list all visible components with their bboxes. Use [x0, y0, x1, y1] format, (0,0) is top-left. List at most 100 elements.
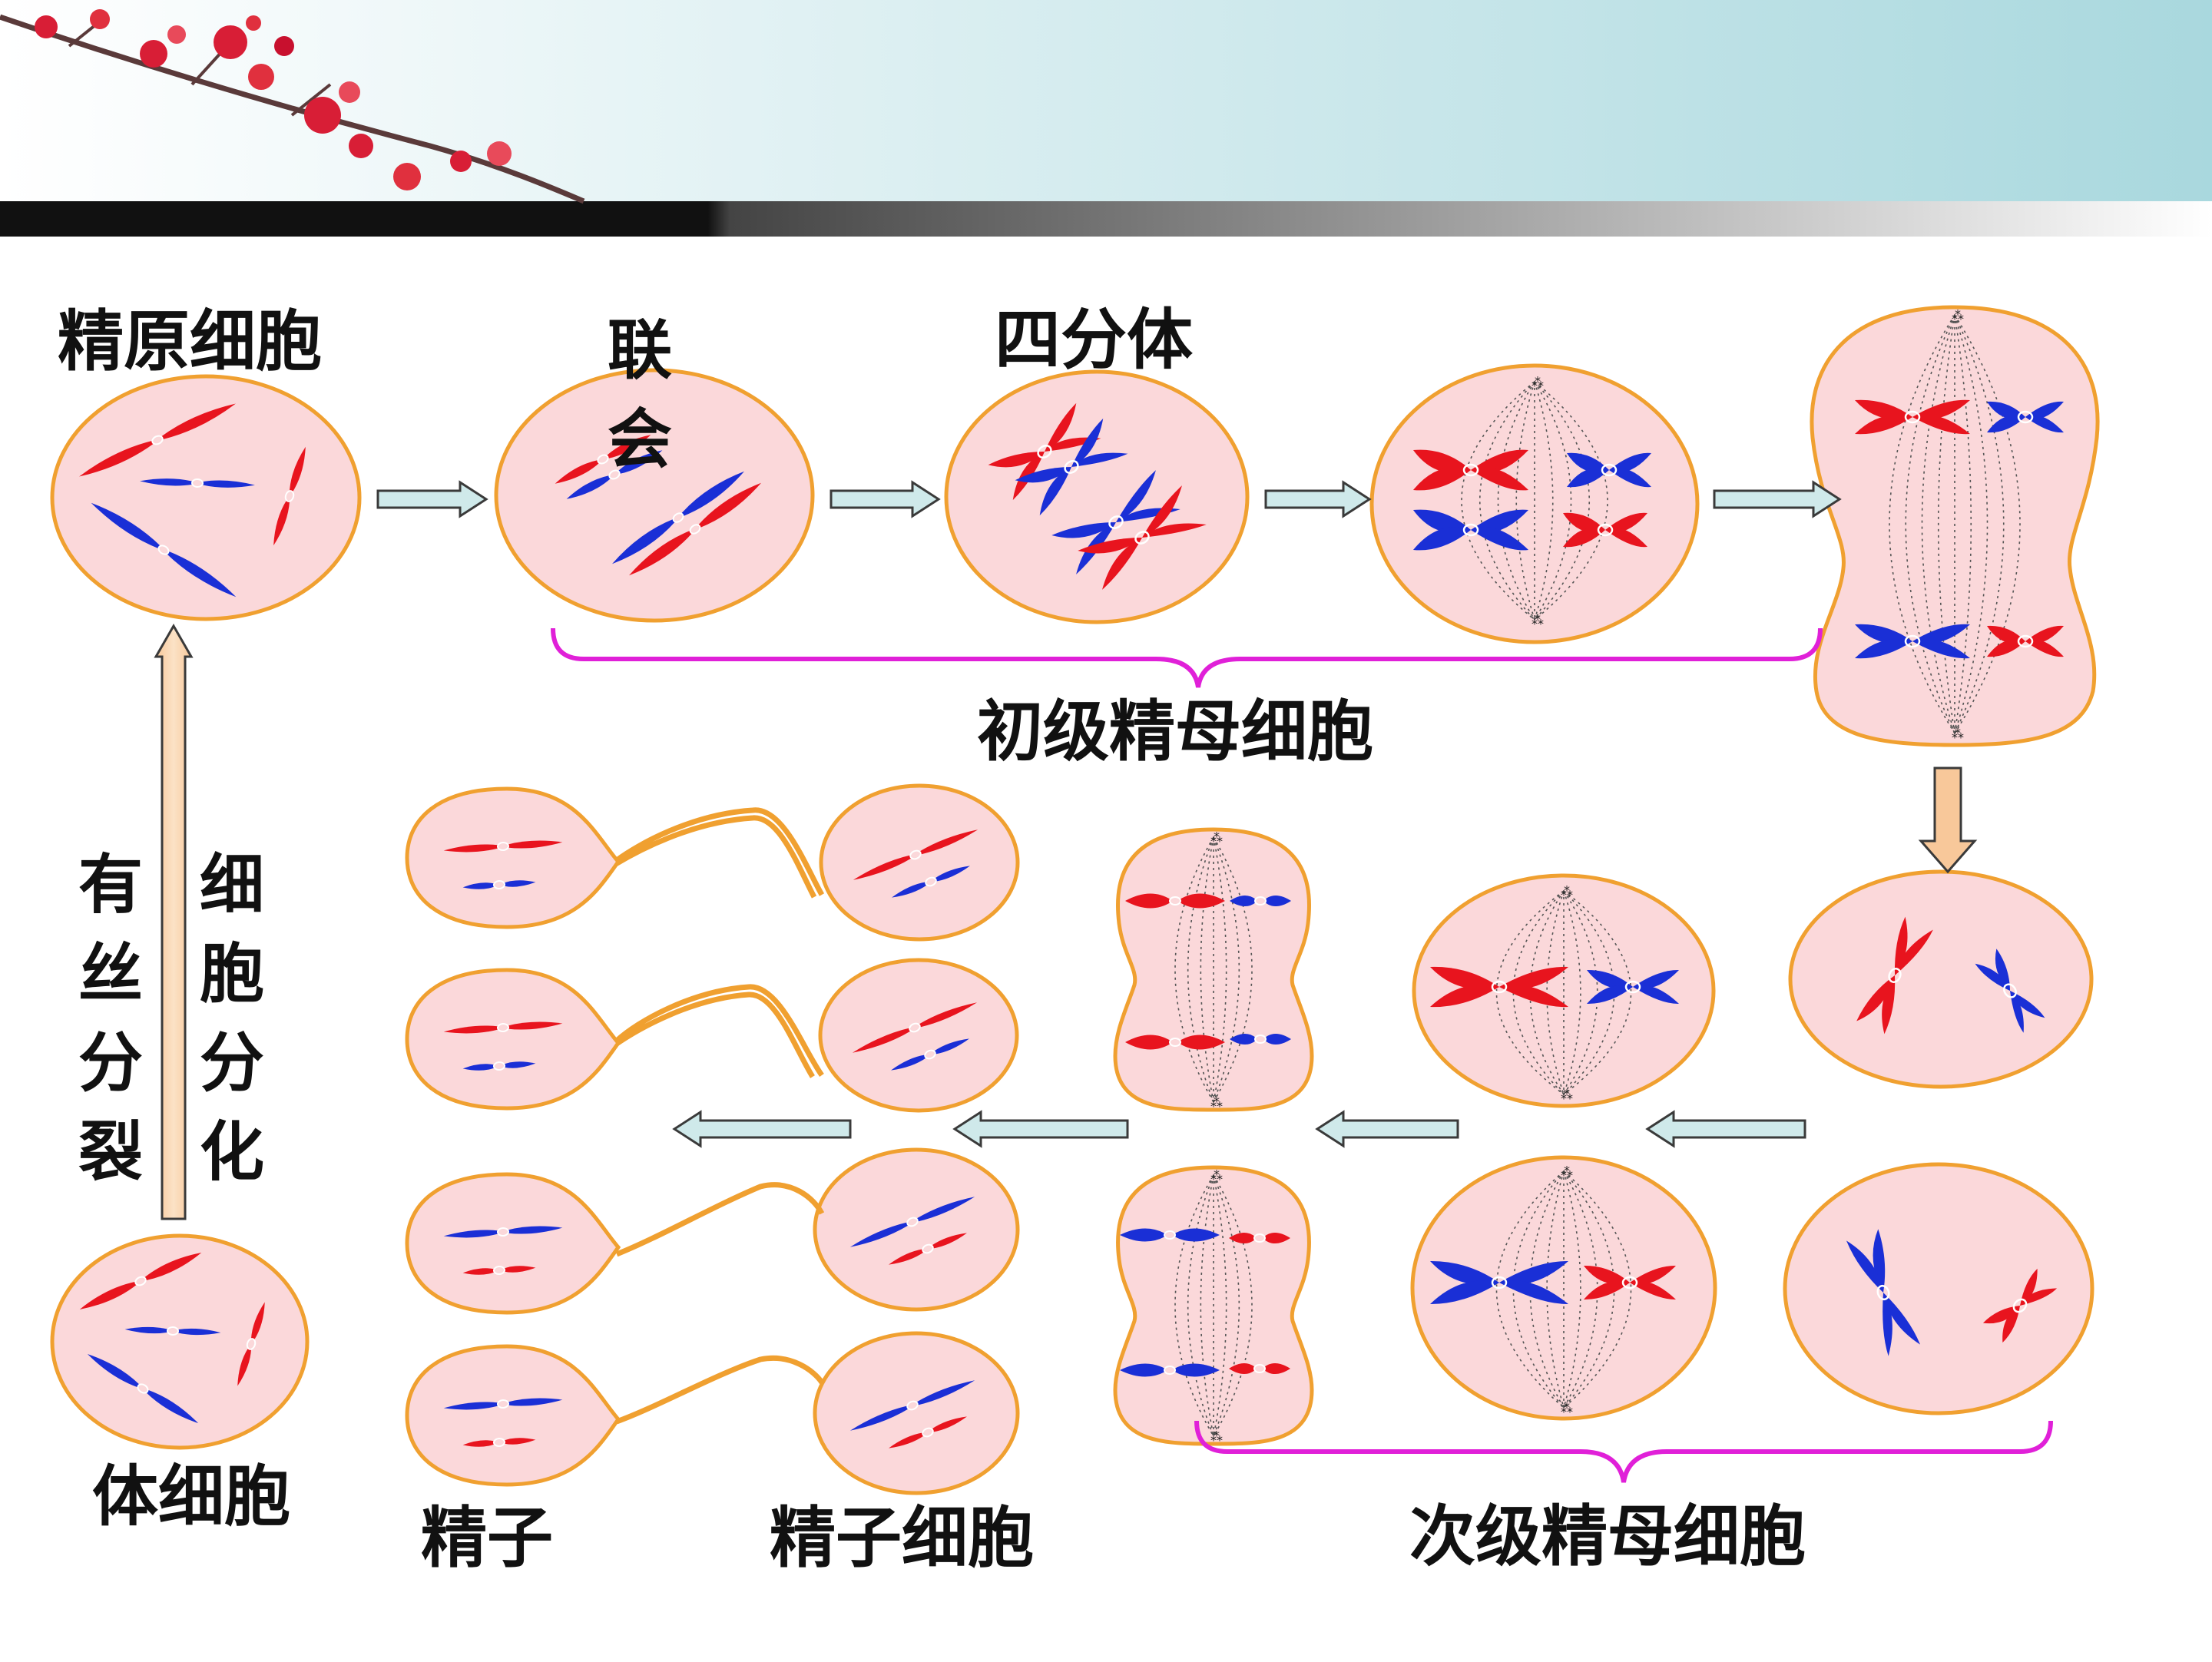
spindle-fiber	[1200, 1174, 1214, 1437]
duplicated-chromosome	[1563, 512, 1647, 548]
duplicated-chromosome	[1846, 1229, 1921, 1356]
spindle-fiber	[1495, 1170, 1565, 1409]
mitosis-label: 有丝分裂	[78, 847, 143, 1190]
duplicated-chromosome	[1413, 449, 1528, 491]
chromosome	[628, 482, 762, 576]
spindle-fiber	[1534, 381, 1591, 621]
spindle-fiber	[1954, 314, 1972, 734]
spindle-fiber	[1512, 890, 1565, 1095]
chromosome	[849, 1197, 975, 1247]
chromosome	[443, 1226, 563, 1238]
duplicated-chromosome	[1587, 969, 1679, 1005]
chromosome	[1229, 1362, 1290, 1375]
anaphase-ii-upper: ⁂⁂	[1113, 827, 1314, 1112]
secondary-spermatocyte-lower	[1783, 1162, 2094, 1415]
synapsis-label: 联会	[607, 313, 672, 477]
duplicated-chromosome	[1078, 485, 1207, 590]
svg-text:⁂: ⁂	[1561, 884, 1573, 899]
metaphase-ii-upper: ⁂⁂	[1412, 873, 1716, 1108]
arrow-primary-to-secondary	[1918, 766, 1978, 874]
chromosome	[1230, 1033, 1291, 1045]
anaphase-ii-lower: ⁂⁂	[1113, 1165, 1314, 1446]
duplicated-chromosome	[1430, 1260, 1568, 1305]
arrow-metaphase-ii-to-anaphase-ii	[1315, 1110, 1459, 1148]
svg-text:⁂: ⁂	[1952, 727, 1964, 741]
chromosome	[124, 1326, 221, 1336]
duplicated-chromosome	[1584, 1265, 1676, 1300]
spindle-fiber	[1187, 836, 1214, 1103]
spermatid-label: 精子细胞	[770, 1500, 1034, 1577]
svg-text:⁂: ⁂	[1210, 1429, 1223, 1444]
chromosome	[87, 1353, 199, 1424]
duplicated-chromosome	[1987, 625, 2064, 657]
duplicated-chromosome	[1982, 1268, 2058, 1343]
header-divider	[0, 201, 2212, 237]
spindle-fiber	[1534, 381, 1608, 621]
spermatogonium-cell	[50, 374, 362, 621]
spermatid-3	[813, 1147, 1020, 1312]
chromosome	[555, 435, 651, 484]
chromosome	[91, 502, 237, 598]
duplicated-chromosome	[1855, 624, 1970, 659]
chromosome	[889, 1233, 967, 1265]
secondary-spermatocyte-brace	[1194, 1420, 2053, 1483]
svg-text:⁂: ⁂	[1210, 830, 1223, 845]
chromosome	[462, 1265, 536, 1276]
chromosome	[273, 446, 306, 546]
spindle-fiber	[1515, 381, 1535, 621]
secondary-spermatocyte-upper	[1788, 869, 2094, 1089]
header-band	[0, 0, 2212, 201]
duplicated-chromosome	[1975, 949, 2045, 1033]
chromosome	[79, 403, 236, 477]
spindle-fiber	[1479, 381, 1535, 621]
spermatid-2	[818, 958, 1019, 1113]
chromosome	[443, 1021, 563, 1034]
sperm-tail	[615, 1355, 824, 1425]
duplicated-chromosome	[1015, 418, 1128, 516]
sperm-head	[405, 786, 621, 929]
spindle-fiber	[1213, 1174, 1227, 1437]
duplicated-chromosome	[1855, 399, 1970, 435]
somatic-cell	[50, 1233, 310, 1450]
sperm-head	[405, 1172, 621, 1315]
arrow-secondary-to-metaphase-ii	[1645, 1110, 1806, 1148]
synapsis-cell	[494, 368, 815, 623]
duplicated-chromosome	[1987, 401, 2064, 433]
spindle-fiber	[1954, 314, 2021, 734]
arrow-anaphase-ii-to-spermatid	[952, 1110, 1129, 1148]
chromosome	[1120, 1228, 1220, 1242]
spindle-fiber	[1174, 1174, 1214, 1437]
spindle-fiber	[1954, 314, 2005, 734]
chromosome	[566, 450, 663, 499]
primary-spermatocyte-brace	[551, 627, 1823, 688]
chromosome	[462, 1061, 536, 1071]
chromosome	[79, 1253, 202, 1309]
spindle-fiber	[1461, 381, 1535, 621]
sperm-tail	[615, 1182, 825, 1257]
spindle-fiber	[1213, 1174, 1253, 1437]
sperm-3	[405, 1172, 825, 1315]
sperm-4	[405, 1344, 824, 1487]
metaphase-i-cell: ⁂⁂	[1369, 363, 1700, 644]
sperm-tail	[612, 984, 824, 1078]
spindle-fiber	[1546, 1170, 1565, 1409]
chromosome	[892, 866, 970, 898]
arrow-somatic-to-spermatogonium	[154, 623, 194, 1220]
svg-text:⁂: ⁂	[1532, 613, 1544, 627]
metaphase-ii-lower: ⁂⁂	[1410, 1155, 1717, 1421]
chromosome	[237, 1302, 265, 1386]
somatic-cell-label: 体细胞	[92, 1458, 290, 1535]
spindle-fiber	[1563, 890, 1615, 1095]
spindle-fiber	[1546, 890, 1565, 1095]
spindle-fiber	[1889, 314, 1955, 734]
chromosome	[1125, 893, 1225, 909]
spindle-fiber	[1905, 314, 1955, 734]
svg-text:⁂: ⁂	[1532, 375, 1544, 389]
svg-text:⁂: ⁂	[1561, 1088, 1573, 1102]
chromosome	[140, 478, 255, 488]
svg-text:⁂: ⁂	[1561, 1401, 1573, 1415]
arrow-spermatid-to-sperm	[672, 1110, 852, 1148]
differentiation-label: 细胞分化	[199, 847, 264, 1190]
sperm-head	[405, 968, 621, 1111]
spermatogonium-label: 精原细胞	[58, 303, 322, 380]
